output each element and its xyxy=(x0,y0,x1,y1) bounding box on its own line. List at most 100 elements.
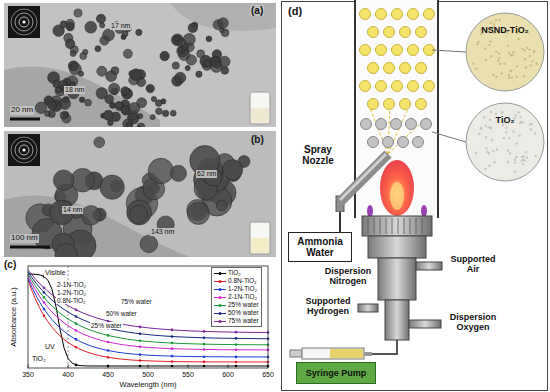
nanoparticle xyxy=(186,55,196,65)
tick-label: 350 xyxy=(21,371,35,379)
particle xyxy=(392,45,403,56)
data-marker xyxy=(203,330,206,333)
nanoparticle xyxy=(221,29,229,37)
burner-slot xyxy=(392,218,393,234)
powder-grain xyxy=(480,127,482,129)
powder-grain xyxy=(490,21,492,23)
powder-grain xyxy=(498,57,500,59)
burner-slot xyxy=(374,218,375,234)
powder-grain xyxy=(508,52,510,54)
powder-grain xyxy=(517,38,519,40)
powder-grain xyxy=(519,116,521,118)
tick-mark xyxy=(148,365,149,369)
powder-grain xyxy=(509,70,511,72)
powder-grain xyxy=(488,44,490,46)
nanoparticle xyxy=(96,88,107,99)
nanoparticle xyxy=(95,46,101,52)
nanoparticle xyxy=(97,66,107,76)
nanoparticle xyxy=(129,103,140,114)
nozzle-tube xyxy=(340,154,388,202)
particle xyxy=(384,27,395,38)
text-label: Absorbance (a.u.) xyxy=(10,286,18,348)
legend-text: 50% water xyxy=(228,310,259,317)
data-marker xyxy=(203,361,206,364)
spray-nozzle: Spray Nozzle xyxy=(296,140,392,212)
particle xyxy=(384,63,395,74)
powder-grain xyxy=(490,138,492,140)
legend-text: 2-1N-TiO₂ xyxy=(228,294,257,301)
powder-grain xyxy=(515,156,517,158)
powder-grain xyxy=(523,75,525,77)
spectrum-line xyxy=(28,270,268,333)
powder-grain xyxy=(488,164,490,166)
burner-slot xyxy=(422,218,423,234)
data-marker xyxy=(139,332,142,335)
powder-grain xyxy=(490,55,492,57)
powder-grain xyxy=(499,63,501,65)
nanoparticle xyxy=(121,87,130,96)
particle xyxy=(368,27,379,38)
text-label: 50% water xyxy=(105,310,138,317)
powder-grain xyxy=(508,74,510,76)
nanoparticle xyxy=(140,235,158,253)
data-marker xyxy=(235,348,238,351)
data-marker xyxy=(43,314,46,317)
powder-grain xyxy=(507,161,509,163)
tick-label: 650 xyxy=(261,371,275,379)
data-marker xyxy=(203,348,206,351)
powder-grain xyxy=(498,52,500,54)
nanoparticle xyxy=(146,84,154,92)
powder-grain xyxy=(525,151,527,153)
powder-grain xyxy=(495,19,497,21)
data-marker xyxy=(203,355,206,358)
nanoparticle xyxy=(136,126,142,127)
scale-bar xyxy=(10,118,40,121)
particle xyxy=(400,27,411,38)
particle xyxy=(376,9,387,20)
powder-grain xyxy=(526,47,528,49)
data-marker xyxy=(171,365,174,368)
feed-line xyxy=(372,340,397,354)
data-marker xyxy=(75,338,78,341)
nanoparticle xyxy=(170,165,186,181)
particle xyxy=(368,137,379,148)
legend-entry: 1-2N-TiO₂ xyxy=(214,285,259,293)
data-marker xyxy=(139,359,142,362)
tem-background xyxy=(4,3,276,127)
data-marker xyxy=(203,365,206,368)
particle xyxy=(408,45,419,56)
nanoparticle xyxy=(80,53,87,60)
tem-background xyxy=(4,131,276,257)
nanoparticle xyxy=(130,69,142,81)
nanoparticle xyxy=(79,97,85,103)
powder-grain xyxy=(505,126,507,128)
burner-slot xyxy=(386,218,387,234)
zoom-leader xyxy=(432,50,466,52)
legend-entry: 50% water xyxy=(214,309,259,317)
gas-inlet-label: Supported Hydrogen xyxy=(298,297,358,317)
legend-sample xyxy=(214,294,226,301)
text-label: Visible xyxy=(44,269,67,277)
text-label: 17 nm xyxy=(110,22,131,30)
data-marker xyxy=(139,353,142,356)
nanoparticle xyxy=(121,34,126,39)
air-inlet xyxy=(416,262,442,270)
legend-marker xyxy=(219,280,222,283)
text-label: (b) xyxy=(250,134,265,145)
plot-frame xyxy=(28,266,268,368)
data-marker xyxy=(171,342,174,345)
powder-grain xyxy=(503,63,505,65)
particle xyxy=(408,81,419,92)
burner-slot xyxy=(398,218,399,234)
tem-particles xyxy=(35,9,230,127)
powder-grain xyxy=(485,125,487,127)
nanoparticle xyxy=(172,62,179,69)
powder-grain xyxy=(521,48,523,50)
data-marker xyxy=(235,337,238,340)
spectrum-line xyxy=(28,278,268,357)
diffraction-spot xyxy=(23,21,26,24)
powder-grain xyxy=(490,111,492,113)
tick-label: 600 xyxy=(221,371,235,379)
tick-label: 400 xyxy=(61,371,75,379)
powder-grain xyxy=(517,111,519,113)
